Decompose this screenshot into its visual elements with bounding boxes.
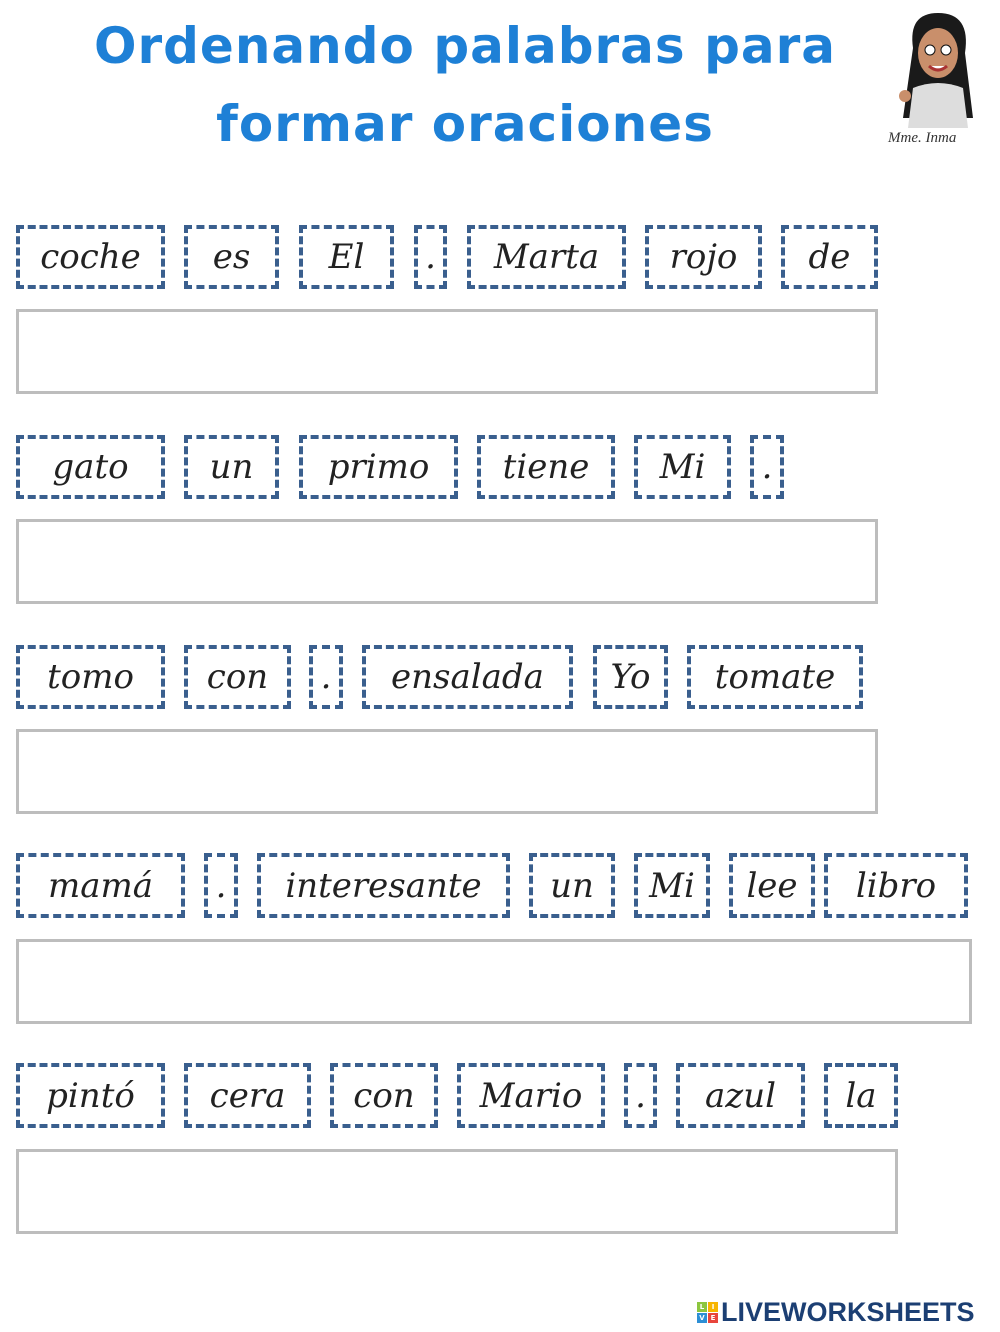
word-tile[interactable]: Marta [467, 225, 626, 289]
word-tile[interactable]: Yo [593, 645, 668, 709]
author-signature: Mme. Inma [888, 130, 957, 146]
word-tile[interactable]: . [204, 853, 238, 918]
worksheet-title-line2: formar oraciones [216, 95, 714, 153]
word-tile[interactable]: primo [299, 435, 458, 499]
word-tile[interactable]: . [414, 225, 447, 289]
logo-text: LIVEWORKSHEETS [721, 1297, 975, 1327]
answer-drop-box[interactable] [16, 519, 878, 604]
word-tile[interactable]: tomate [687, 645, 863, 709]
word-tile[interactable]: El [299, 225, 394, 289]
author-avatar [899, 13, 973, 128]
word-tile[interactable]: con [184, 645, 291, 709]
word-tile[interactable]: lee [729, 853, 815, 918]
word-tile[interactable]: Mario [457, 1063, 605, 1128]
answer-drop-box[interactable] [16, 1149, 898, 1234]
liveworksheets-logo: L I V E LIVEWORKSHEETS [697, 1297, 975, 1328]
answer-drop-box[interactable] [16, 729, 878, 814]
word-tile[interactable]: tomo [16, 645, 165, 709]
word-tile[interactable]: libro [824, 853, 968, 918]
word-tile[interactable]: . [309, 645, 343, 709]
word-tile[interactable]: Mi [634, 435, 731, 499]
live-squares-icon: L I V E [697, 1302, 718, 1323]
word-tile[interactable]: con [330, 1063, 438, 1128]
word-tile[interactable]: rojo [645, 225, 762, 289]
word-tile[interactable]: es [184, 225, 279, 289]
word-tile[interactable]: interesante [257, 853, 510, 918]
word-tile[interactable]: un [184, 435, 279, 499]
word-tile[interactable]: ensalada [362, 645, 573, 709]
answer-drop-box[interactable] [16, 309, 878, 394]
worksheet-title-line1: Ordenando palabras para [93, 17, 837, 75]
word-tile[interactable]: . [750, 435, 784, 499]
word-tile[interactable]: un [529, 853, 615, 918]
word-tile[interactable]: Mi [634, 853, 710, 918]
word-tile[interactable]: la [824, 1063, 898, 1128]
word-tile[interactable]: tiene [477, 435, 615, 499]
word-tile[interactable]: azul [676, 1063, 805, 1128]
word-tile[interactable]: mamá [16, 853, 185, 918]
word-tile[interactable]: coche [16, 225, 165, 289]
word-tile[interactable]: pintó [16, 1063, 165, 1128]
word-tile[interactable]: de [781, 225, 878, 289]
word-tile[interactable]: . [624, 1063, 657, 1128]
answer-drop-box[interactable] [16, 939, 972, 1024]
word-tile[interactable]: gato [16, 435, 165, 499]
word-tile[interactable]: cera [184, 1063, 311, 1128]
